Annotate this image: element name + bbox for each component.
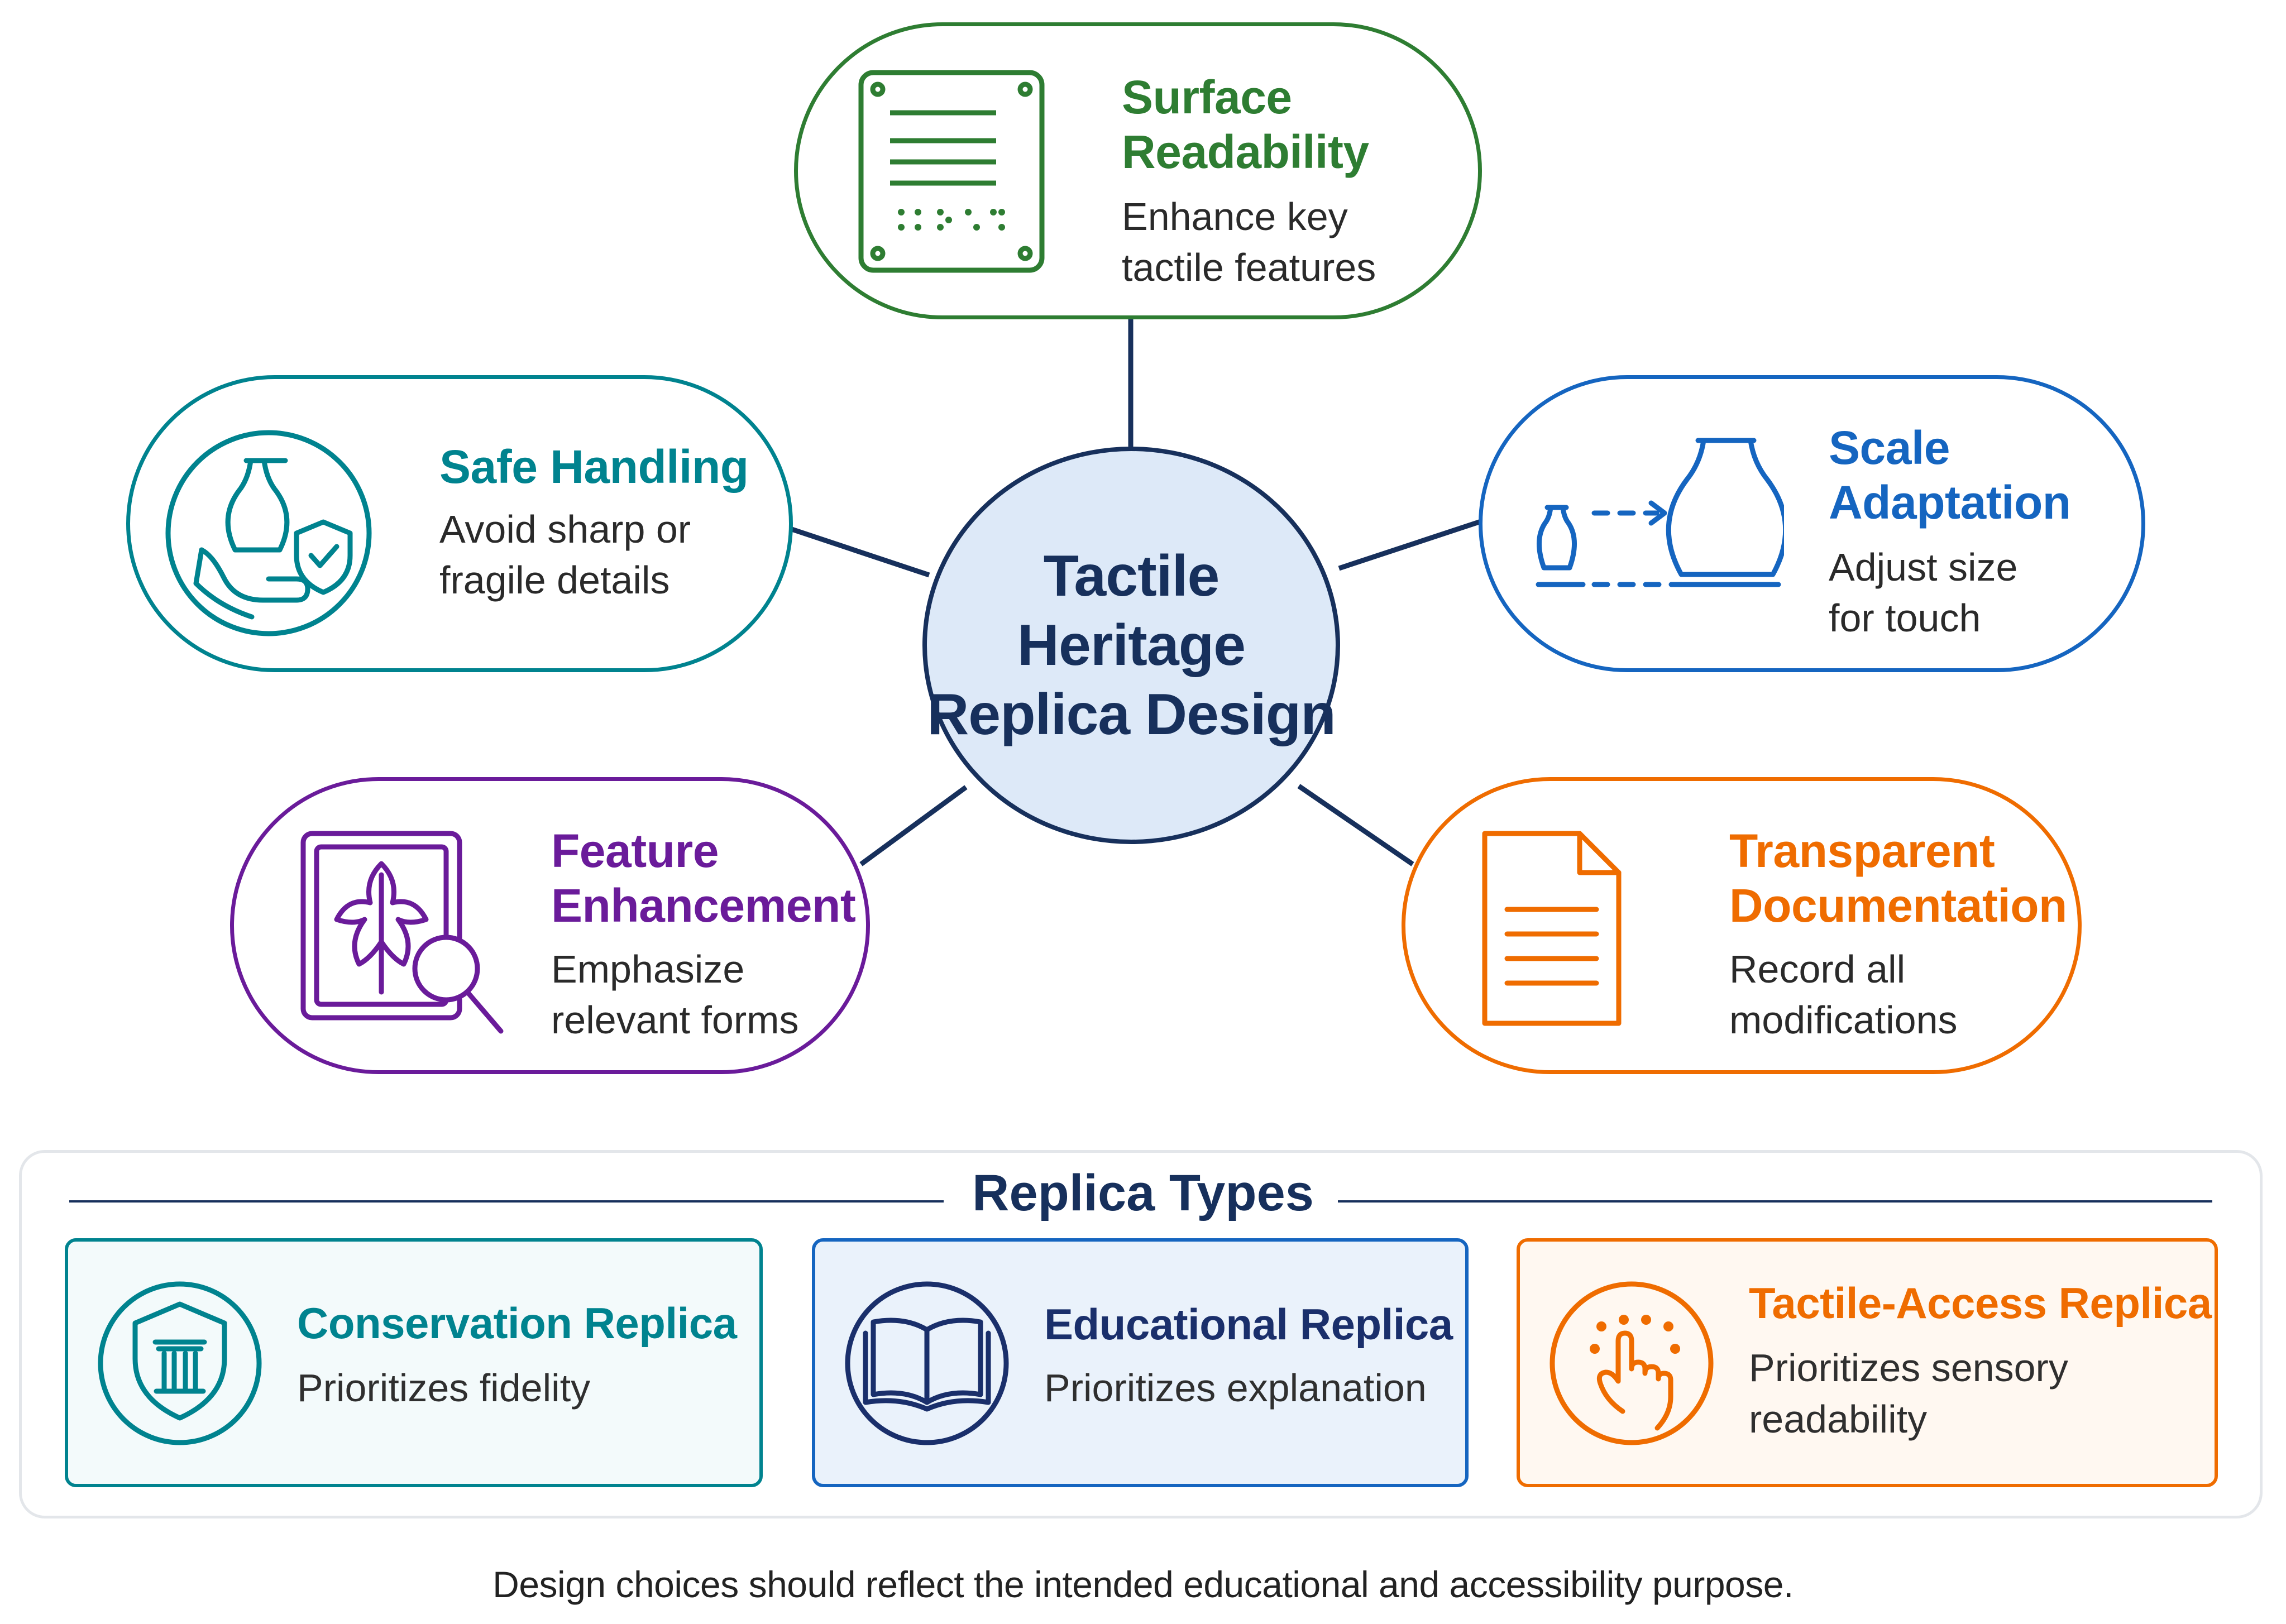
connector-transparent-documentation [1297, 784, 1414, 866]
vase-hand-shield-icon [165, 430, 372, 636]
node-description: Adjust size for touch [1829, 545, 2018, 640]
connector-safe-handling [791, 526, 930, 578]
card-title: Conservation Replica [297, 1299, 737, 1348]
node-scale-adaptation: Scale Adaptation Adjust size for touch [1479, 375, 2145, 672]
document-icon [1482, 831, 1622, 1026]
node-description: Avoid sharp or fragile details [439, 507, 691, 602]
column-shield-icon [98, 1281, 262, 1445]
node-title: Scale Adaptation [1829, 421, 2071, 529]
node-title: Safe Handling [439, 440, 749, 493]
card-description: Prioritizes sensory readability [1749, 1346, 2068, 1441]
card-educational-replica: Educational Replica Prioritizes explanat… [812, 1238, 1469, 1487]
node-transparent-documentation: Transparent Documentation Record all mod… [1402, 777, 2082, 1074]
center-title: Tactile Heritage Replica Design [927, 544, 1336, 747]
open-book-icon [845, 1281, 1009, 1445]
node-description: Record all modifications [1729, 947, 1958, 1042]
node-surface-readability: Surface Readability Enhance key tactile … [794, 22, 1482, 319]
node-feature-enhancement: Feature Enhancement Emphasize relevant f… [230, 777, 870, 1074]
vase-scale-icon [1536, 438, 1784, 587]
card-description: Prioritizes fidelity [297, 1366, 591, 1410]
connector-scale-adaptation [1338, 519, 1482, 571]
node-title: Feature Enhancement [551, 825, 856, 932]
touch-hand-icon [1549, 1281, 1714, 1445]
card-title: Educational Replica [1044, 1300, 1453, 1349]
node-description: Emphasize relevant forms [551, 947, 799, 1042]
node-title: Surface Readability [1122, 71, 1369, 178]
card-conservation-replica: Conservation Replica Prioritizes fidelit… [65, 1238, 763, 1487]
card-title: Tactile-Access Replica [1749, 1278, 2212, 1328]
node-title: Transparent Documentation [1729, 825, 2067, 932]
footer-note: Design choices should reflect the intend… [492, 1564, 1794, 1605]
center-node: Tactile Heritage Replica Design [922, 447, 1340, 844]
heading-rules [69, 1200, 2212, 1203]
leaf-magnifier-icon [300, 831, 504, 1034]
node-safe-handling: Safe Handling Avoid sharp or fragile det… [126, 375, 793, 672]
card-tactile-access-replica: Tactile-Access Replica Prioritizes senso… [1517, 1238, 2218, 1487]
connector-feature-enhancement [859, 785, 968, 866]
replica-types-heading: Replica Types [972, 1165, 1314, 1221]
node-description: Enhance key tactile features [1122, 195, 1376, 289]
card-description: Prioritizes explanation [1044, 1366, 1427, 1410]
braille-plaque-icon [858, 70, 1045, 273]
